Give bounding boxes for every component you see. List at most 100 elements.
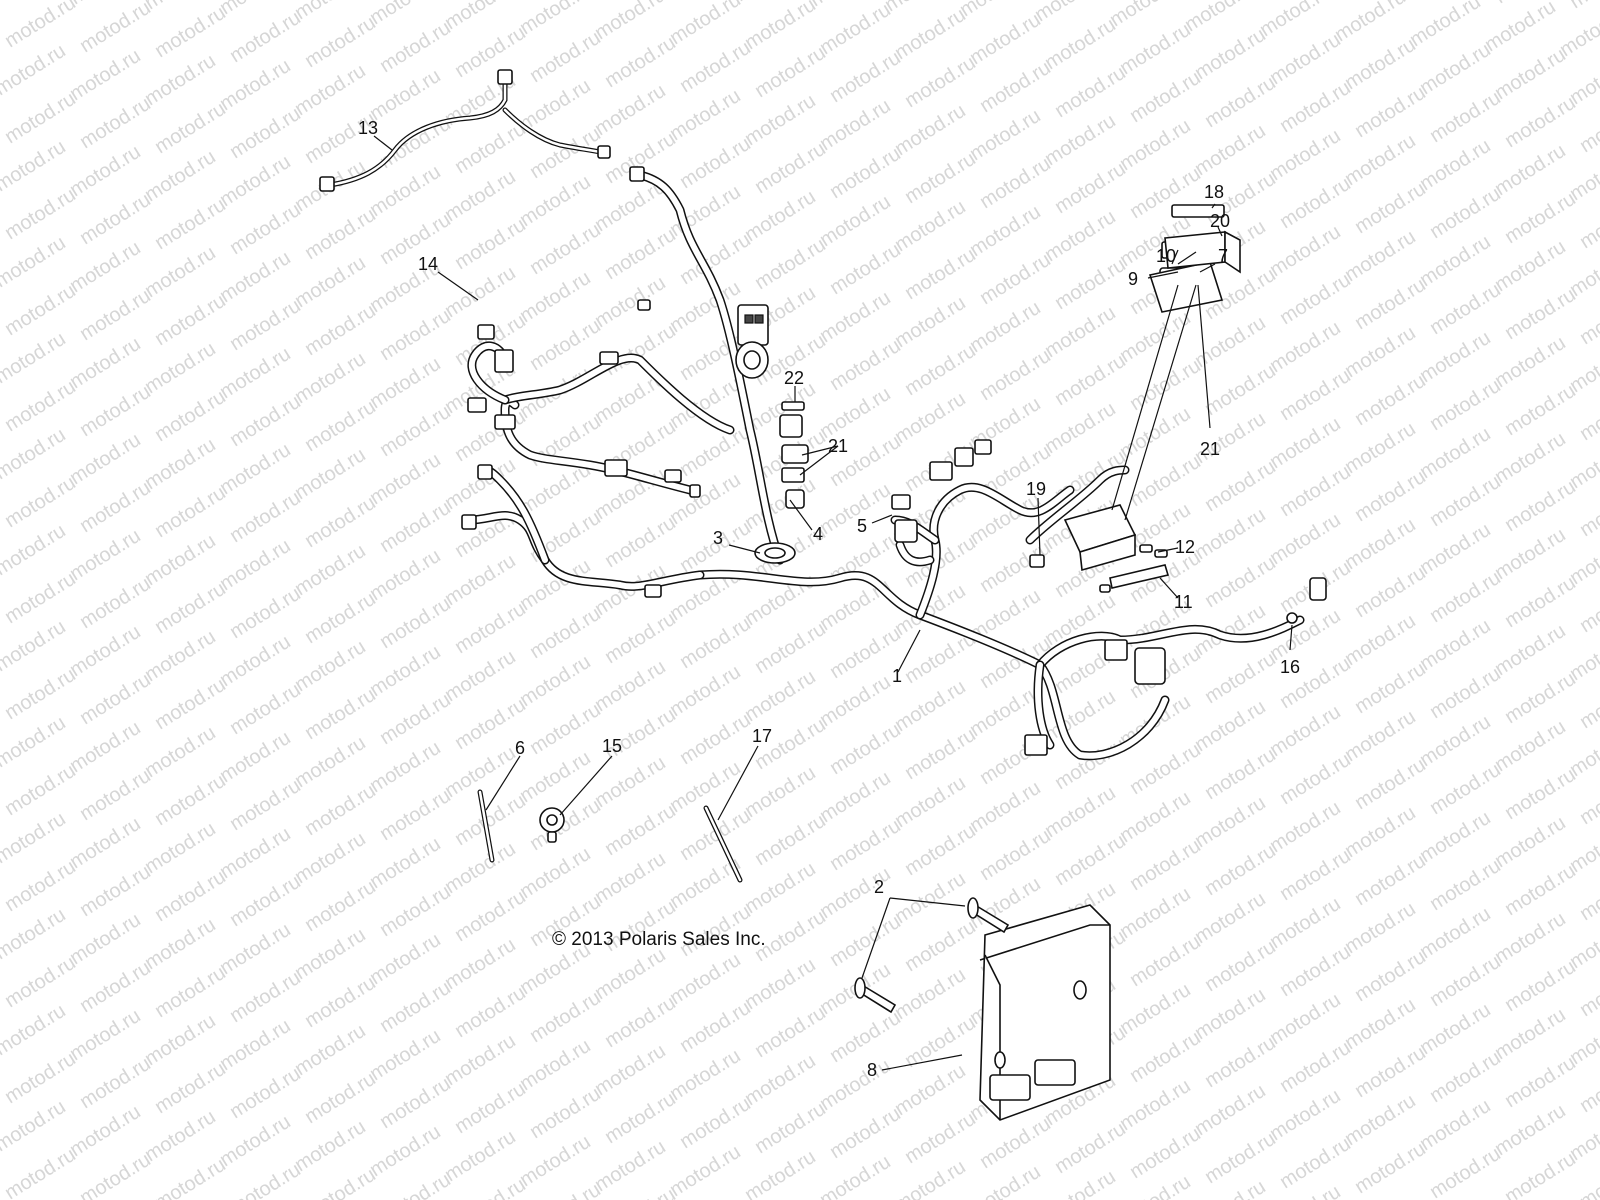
watermark-text: motod.ru [901,52,980,112]
watermark-text: motod.ru [816,287,895,347]
watermark-text: motod.ru [366,641,445,701]
loose-parts [477,789,743,883]
watermark-text: motod.ru [1,568,80,628]
watermark-text: motod.ru [1191,696,1270,756]
watermark-text: motod.ru [291,348,370,408]
watermark-text: motod.ru [676,421,755,481]
watermark-text: motod.ru [66,717,145,777]
watermark-text: motod.ru [1501,284,1580,344]
watermark-text: motod.ru [891,100,970,160]
watermark-text: motod.ru [301,780,380,840]
watermark-text: motod.ru [66,621,145,681]
watermark-text: motod.ru [151,482,230,542]
watermark-text: motod.ru [1351,562,1430,622]
watermark-text: motod.ru [1126,1123,1205,1183]
callout-6: 6 [515,738,525,758]
watermark-text: motod.ru [666,277,745,337]
watermark-text: motod.ru [1491,1100,1570,1160]
watermark-text: motod.ru [141,1106,220,1166]
watermark-text: motod.ru [1116,307,1195,367]
watermark-text: motod.ru [1501,380,1580,440]
watermark-text: motod.ru [366,449,445,509]
watermark-text: motod.ru [1126,1027,1205,1087]
watermark-text: motod.ru [1481,0,1560,56]
watermark-text: motod.ru [751,1002,830,1062]
watermark-text: motod.ru [1201,552,1280,612]
watermark-text: motod.ru [1201,648,1280,708]
watermark-text: motod.ru [376,401,455,461]
watermark-text: motod.ru [1276,1133,1355,1193]
watermark-text: motod.ru [816,479,895,539]
watermark-text: motod.ru [1566,0,1600,13]
watermark-text: motod.ru [376,785,455,845]
watermark-text: motod.ru [1041,206,1120,266]
watermark-text: motod.ru [366,737,445,797]
watermark-text: motod.ru [1,760,80,820]
watermark-text: motod.ru [291,60,370,120]
watermark-text: motod.ru [451,214,530,274]
watermark-text: motod.ru [591,752,670,812]
watermark-text: motod.ru [66,909,145,969]
callout-20: 20 [1210,211,1230,231]
watermark-text: motod.ru [666,85,745,145]
watermark-text: motod.ru [751,138,830,198]
callout-8: 8 [867,1060,877,1080]
watermark-text: motod.ru [516,747,595,807]
watermark-text: motod.ru [226,7,305,67]
watermark-text: motod.ru [1491,44,1570,104]
watermark-text: motod.ru [76,1149,155,1200]
watermark-text: motod.ru [1126,739,1205,799]
watermark-text: motod.ru [1491,332,1570,392]
watermark-text: motod.ru [1416,615,1495,675]
watermark-text: motod.ru [591,848,670,908]
watermark-text: motod.ru [741,666,820,726]
watermark-text: motod.ru [1426,375,1505,435]
watermark-text: motod.ru [291,636,370,696]
watermark-text: motod.ru [1426,183,1505,243]
watermark-text: motod.ru [226,295,305,355]
watermark-text: motod.ru [301,396,380,456]
watermark-text: motod.ru [76,765,155,825]
watermark-text: motod.ru [966,1161,1045,1200]
watermark-text: motod.ru [1201,360,1280,420]
callout-11: 11 [1174,592,1193,612]
watermark-text: motod.ru [1276,77,1355,137]
watermark-text: motod.ru [1041,110,1120,170]
watermark-text: motod.ru [976,57,1055,117]
watermark-text: motod.ru [451,1078,530,1138]
callout-15: 15 [602,736,622,756]
watermark-text: motod.ru [891,4,970,64]
watermark-text: motod.ru [1116,787,1195,847]
watermark-text: motod.ru [966,297,1045,357]
watermark-text: motod.ru [216,55,295,115]
watermark-text: motod.ru [66,813,145,873]
watermark-text: motod.ru [826,815,905,875]
watermark-text: motod.ru [751,618,830,678]
watermark-text: motod.ru [151,770,230,830]
watermark-text: motod.ru [526,315,605,375]
watermark-text: motod.ru [1,88,80,148]
watermark-text: motod.ru [1116,1075,1195,1135]
watermark-text: motod.ru [141,434,220,494]
watermark-text: motod.ru [1426,1143,1505,1200]
watermark-text: motod.ru [526,219,605,279]
watermark-text: motod.ru [1341,706,1420,766]
watermark-text: motod.ru [1501,92,1580,152]
watermark-text: motod.ru [76,957,155,1017]
watermark-text: motod.ru [451,406,530,466]
watermark-text: motod.ru [1041,302,1120,362]
watermark-text: motod.ru [1,1048,80,1108]
watermark-text: motod.ru [1,856,80,916]
watermark-text: motod.ru [1416,327,1495,387]
watermark-text: motod.ru [751,42,830,102]
grommet-3 [754,542,796,564]
watermark-text: motod.ru [1491,812,1570,872]
watermark-text: motod.ru [226,1159,305,1200]
watermark-text: motod.ru [441,934,520,994]
watermark-text: motod.ru [441,550,520,610]
watermark-text: motod.ru [376,977,455,1037]
watermark-text: motod.ru [1191,984,1270,1044]
watermark-text: motod.ru [1341,418,1420,478]
watermark-text: motod.ru [891,868,970,928]
